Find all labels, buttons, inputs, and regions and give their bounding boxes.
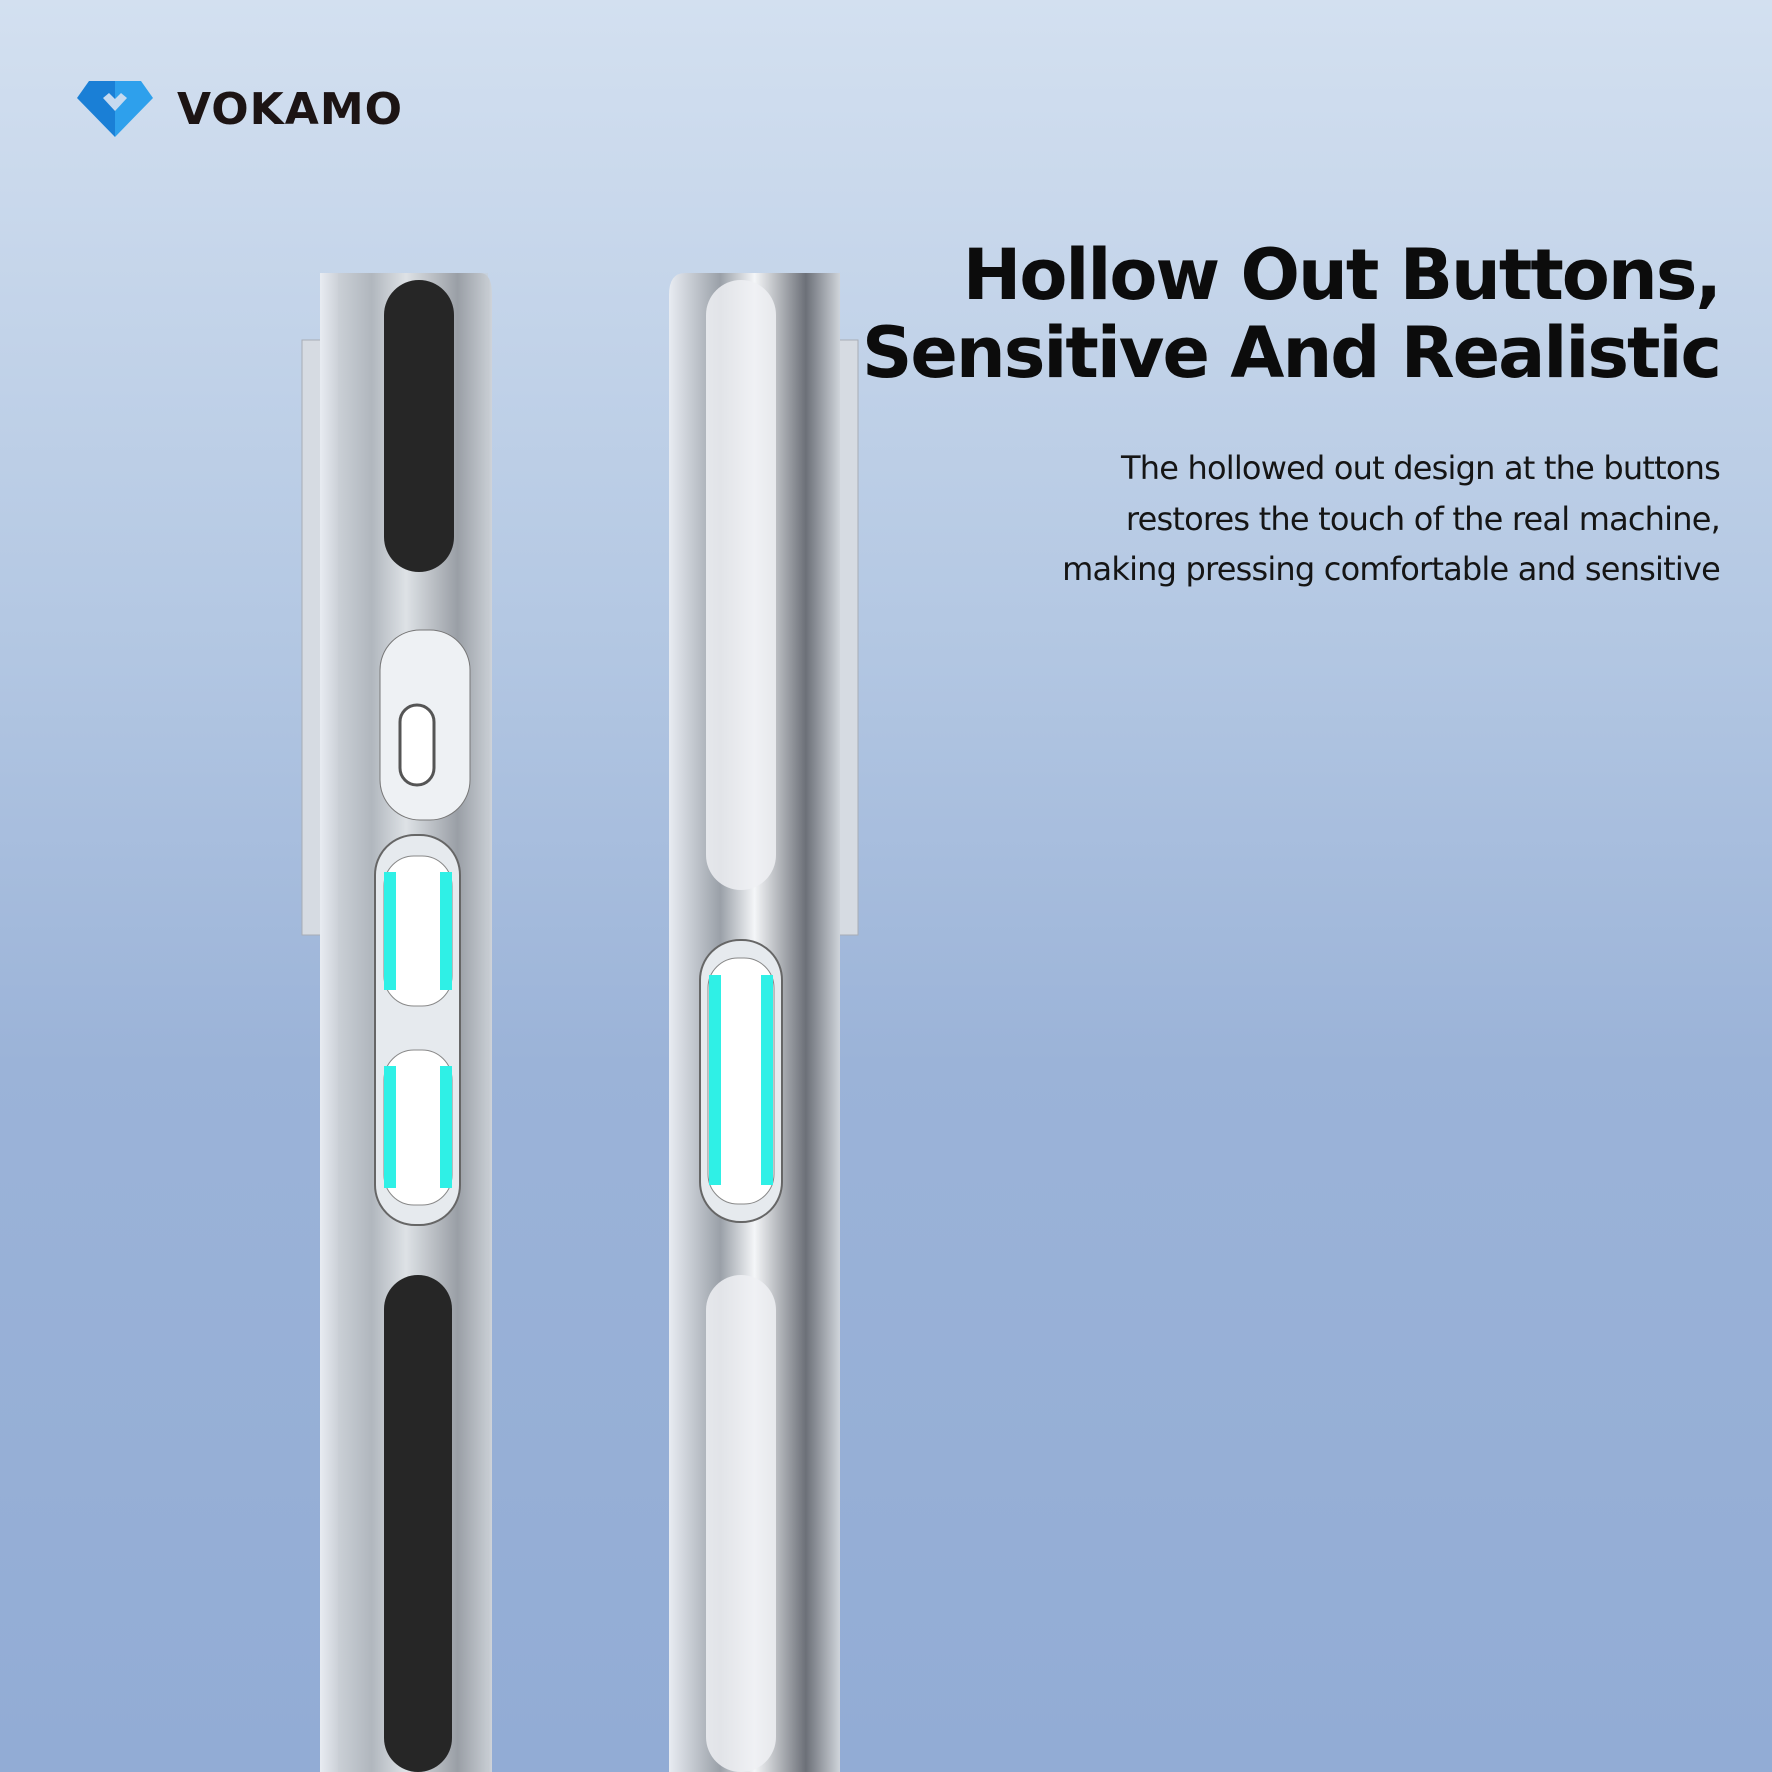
page-title: Hollow Out Buttons, Sensitive And Realis… <box>861 234 1722 394</box>
diamond-heart-icon <box>77 81 153 137</box>
power-button <box>699 939 783 1223</box>
headline-line-2: Sensitive And Realistic <box>861 312 1722 394</box>
volume-down-button <box>383 1049 453 1206</box>
phone-case-right <box>669 273 859 1772</box>
brand-name: VOKAMO <box>177 83 404 135</box>
headline-line-1: Hollow Out Buttons, <box>962 234 1722 316</box>
cutout-bottom <box>384 1275 452 1772</box>
volume-up-button <box>383 855 453 1007</box>
description: The hollowed out design at the buttons r… <box>1062 443 1721 595</box>
cutout-top <box>384 280 454 572</box>
phone-case-left <box>301 273 492 1772</box>
description-line-2: restores the touch of the real machine, <box>1125 499 1721 538</box>
description-line-3: making pressing comfortable and sensitiv… <box>1062 550 1721 588</box>
brand-logo: VOKAMO <box>77 81 403 137</box>
description-line-1: The hollowed out design at the buttons <box>1121 449 1721 487</box>
